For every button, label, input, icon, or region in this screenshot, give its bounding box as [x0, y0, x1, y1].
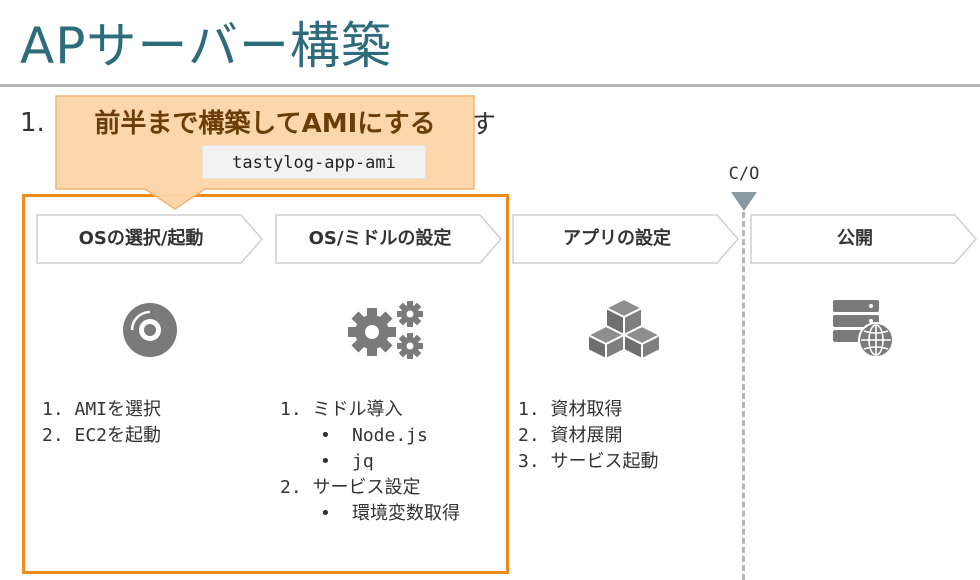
chevron-shape	[750, 214, 977, 264]
title-divider	[0, 84, 980, 87]
phase-label: 公開	[837, 228, 873, 249]
callout-text: 前半まで構築してAMIにする	[94, 109, 436, 139]
os-step-list: 1. AMIを選択 2. EC2を起動	[42, 397, 161, 449]
phase-label: OSの選択/起動	[78, 228, 204, 249]
slide-title: APサーバー構築	[20, 17, 392, 75]
ami-callout: 前半まで構築してAMIにする tastylog-app-ami	[55, 95, 475, 210]
cutover-divider	[742, 212, 745, 580]
chevron-shape	[512, 214, 739, 264]
list-item: 2. サービス設定	[280, 477, 421, 498]
list-item: 1. 資材取得	[518, 399, 623, 420]
cubes-icon	[588, 298, 660, 360]
cutover-marker-icon	[731, 192, 757, 211]
list-item: 2. EC2を起動	[42, 425, 162, 446]
ami-name-code: tastylog-app-ami	[202, 145, 426, 179]
ami-scope-box	[22, 194, 509, 574]
server-globe-icon	[833, 300, 894, 358]
list-item: 2. 資材展開	[518, 425, 623, 446]
gears-icon	[348, 301, 423, 359]
list-item: 3. サービス起動	[518, 451, 659, 472]
list-subitem: •jq	[320, 451, 374, 472]
disc-icon	[123, 303, 177, 357]
phase-publish: 公開	[750, 214, 978, 264]
list-subitem: •環境変数取得	[320, 503, 460, 524]
middleware-step-list: 1. ミドル導入 •Node.js •jq 2. サービス設定 •環境変数取得	[280, 397, 460, 527]
phase-os-launch: OSの選択/起動	[36, 214, 264, 264]
phase-label: アプリの設定	[563, 228, 671, 249]
phase-app-config: アプリの設定	[512, 214, 740, 264]
chevron-shape	[36, 214, 263, 264]
app-step-list: 1. 資材取得 2. 資材展開 3. サービス起動	[518, 397, 659, 475]
list-subitem: •Node.js	[320, 425, 428, 446]
chevron-shape	[275, 214, 502, 264]
cutover-label: C/O	[728, 164, 760, 184]
list-item: 1. ミドル導入	[280, 399, 403, 420]
intro-number: 1.	[20, 108, 45, 138]
phase-os-middleware: OS/ミドルの設定	[275, 214, 503, 264]
phase-label: OS/ミドルの設定	[308, 228, 452, 249]
list-item: 1. AMIを選択	[42, 399, 162, 420]
